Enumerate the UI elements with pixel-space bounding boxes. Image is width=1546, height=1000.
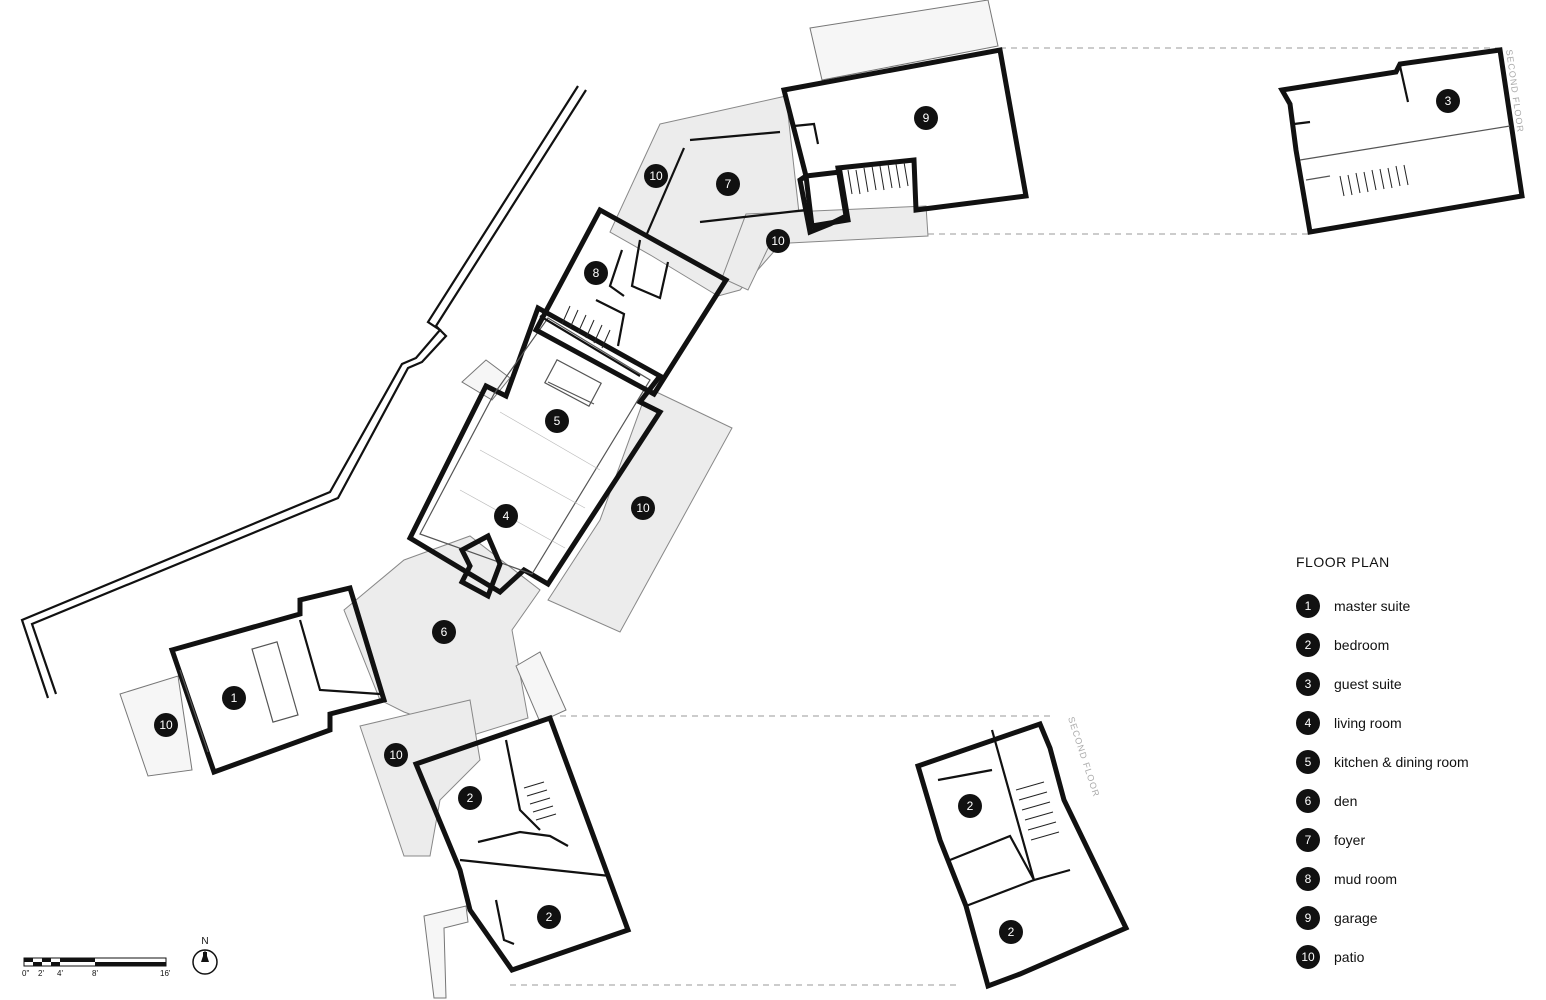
room-marker-8: 8 — [584, 261, 608, 285]
legend-item: 2 bedroom — [1296, 625, 1536, 664]
legend-item: 1 master suite — [1296, 586, 1536, 625]
svg-text:4: 4 — [503, 509, 510, 523]
scale-tick-0: 0" — [22, 969, 29, 978]
scale-tick-16: 16' — [160, 969, 171, 978]
legend-number: 9 — [1296, 905, 1320, 930]
svg-text:1: 1 — [231, 691, 238, 705]
site-boundary-wall — [20, 85, 587, 699]
svg-text:2: 2 — [1008, 925, 1015, 939]
legend-item: 8 mud room — [1296, 859, 1536, 898]
legend-label: kitchen & dining room — [1334, 753, 1469, 770]
north-label: N — [201, 936, 208, 947]
room-marker-2: 2 — [458, 786, 482, 810]
svg-text:3: 3 — [1445, 94, 1452, 108]
legend-item: 6 den — [1296, 781, 1536, 820]
legend-item: 4 living room — [1296, 703, 1536, 742]
legend-item: 9 garage — [1296, 898, 1536, 937]
svg-text:6: 6 — [441, 625, 448, 639]
walkway-south — [423, 905, 469, 999]
legend-item: 5 kitchen & dining room — [1296, 742, 1536, 781]
room-marker-4: 4 — [494, 504, 518, 528]
legend-number: 10 — [1296, 944, 1320, 969]
room-marker-10: 10 — [631, 496, 655, 520]
legend-label: foyer — [1334, 831, 1366, 848]
second-floor-guide-lines — [510, 47, 1500, 986]
legend-number: 6 — [1296, 788, 1320, 813]
foyer-link — [644, 130, 807, 237]
room-markers: 1 2 2 2 2 3 4 5 6 7 8 9 10 10 10 10 10 — [154, 89, 1460, 944]
legend-label: guest suite — [1334, 675, 1402, 692]
room-marker-9: 9 — [914, 106, 938, 130]
legend-label: bedroom — [1334, 636, 1390, 653]
garage-building — [780, 47, 1029, 236]
legend-label: patio — [1334, 948, 1365, 965]
main-wing — [406, 304, 664, 600]
svg-text:5: 5 — [554, 414, 561, 428]
legend-number: 7 — [1296, 827, 1320, 852]
legend-label: garage — [1334, 909, 1378, 926]
svg-text:8: 8 — [593, 266, 600, 280]
scale-tick-8: 8' — [92, 969, 98, 978]
master-suite-building — [168, 585, 388, 776]
room-marker-10: 10 — [384, 743, 408, 767]
bedroom-building — [412, 714, 632, 973]
room-marker-2: 2 — [958, 794, 982, 818]
north-arrow: N — [192, 936, 218, 975]
legend-number: 1 — [1296, 593, 1320, 618]
svg-text:10: 10 — [389, 748, 403, 762]
second-floor-bedrooms-inset: SECOND FLOOR — [914, 716, 1130, 990]
svg-text:2: 2 — [546, 910, 553, 924]
room-marker-10: 10 — [644, 164, 668, 188]
svg-text:9: 9 — [923, 111, 930, 125]
legend-number: 5 — [1296, 749, 1320, 774]
legend-number: 4 — [1296, 710, 1320, 735]
legend-label: mud room — [1334, 870, 1398, 887]
room-marker-1: 1 — [222, 686, 246, 710]
room-marker-3: 3 — [1436, 89, 1460, 113]
legend-number: 3 — [1296, 671, 1320, 696]
legend-item: 7 foyer — [1296, 820, 1536, 859]
second-floor-guest-inset: SECOND FLOOR — [1278, 47, 1526, 235]
mud-room-wing — [532, 206, 730, 398]
room-marker-2: 2 — [999, 920, 1023, 944]
room-marker-6: 6 — [432, 620, 456, 644]
legend-label: master suite — [1334, 597, 1411, 614]
legend-title: FLOOR PLAN — [1296, 554, 1390, 570]
deck-entry — [515, 651, 567, 723]
svg-text:7: 7 — [725, 177, 732, 191]
svg-text:2: 2 — [967, 799, 974, 813]
legend-label: living room — [1334, 714, 1402, 731]
legend-number: 2 — [1296, 632, 1320, 657]
scale-bar: 0" 2' 4' 8' 16' — [22, 957, 171, 978]
room-marker-10: 10 — [154, 713, 178, 737]
legend: FLOOR PLAN 1 master suite 2 bedroom 3 guest… — [1296, 554, 1536, 976]
second-floor-label-bottom: SECOND FLOOR — [1066, 716, 1101, 799]
svg-text:2: 2 — [467, 791, 474, 805]
patio-area-garage — [721, 205, 929, 291]
svg-text:10: 10 — [649, 169, 663, 183]
patio-areas — [119, 0, 999, 999]
legend-item: 10 patio — [1296, 937, 1536, 976]
garage-apron — [809, 0, 999, 81]
legend-label: den — [1334, 792, 1358, 809]
svg-text:10: 10 — [771, 234, 785, 248]
svg-text:10: 10 — [159, 718, 173, 732]
svg-text:10: 10 — [636, 501, 650, 515]
scale-tick-2: 2' — [38, 969, 44, 978]
legend-number: 8 — [1296, 866, 1320, 891]
room-marker-7: 7 — [716, 172, 740, 196]
room-marker-10: 10 — [766, 229, 790, 253]
scale-tick-4: 4' — [57, 969, 63, 978]
legend-item: 3 guest suite — [1296, 664, 1536, 703]
room-marker-2: 2 — [537, 905, 561, 929]
room-marker-5: 5 — [545, 409, 569, 433]
